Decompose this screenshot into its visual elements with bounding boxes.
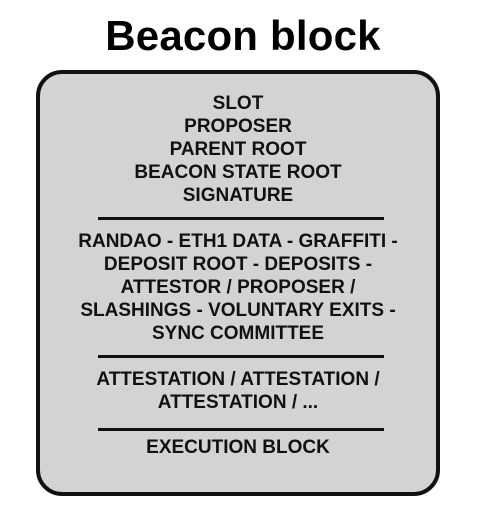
- header-section: SLOT PROPOSER PARENT ROOT BEACON STATE R…: [40, 92, 436, 207]
- body-line-3: ATTESTOR / PROPOSER /: [120, 277, 356, 298]
- field-signature: SIGNATURE: [182, 185, 294, 206]
- beacon-block-box: SLOT PROPOSER PARENT ROOT BEACON STATE R…: [36, 70, 440, 496]
- field-proposer: PROPOSER: [184, 116, 292, 137]
- diagram-title: Beacon block: [105, 12, 381, 59]
- execution-section: EXECUTION BLOCK: [40, 436, 436, 459]
- field-parent-root: PARENT ROOT: [169, 139, 307, 160]
- divider-3: [98, 428, 384, 431]
- body-section: RANDAO - ETH1 DATA - GRAFFITI - DEPOSIT …: [40, 230, 436, 345]
- attestations-line-2: ATTESTATION / ...: [157, 392, 319, 413]
- body-line-4: SLASHINGS - VOLUNTARY EXITS -: [80, 300, 396, 321]
- field-beacon-state-root: BEACON STATE ROOT: [134, 162, 342, 183]
- body-line-5: SYNC COMMITTEE: [151, 323, 325, 344]
- field-slot: SLOT: [212, 93, 264, 114]
- body-line-2: DEPOSIT ROOT - DEPOSITS -: [103, 254, 373, 275]
- body-line-1: RANDAO - ETH1 DATA - GRAFFITI -: [78, 231, 398, 252]
- attestations-line-1: ATTESTATION / ATTESTATION /: [96, 369, 380, 390]
- execution-block-label: EXECUTION BLOCK: [146, 437, 330, 458]
- attestations-section: ATTESTATION / ATTESTATION / ATTESTATION …: [40, 368, 436, 414]
- divider-2: [98, 355, 384, 358]
- divider-1: [98, 217, 384, 220]
